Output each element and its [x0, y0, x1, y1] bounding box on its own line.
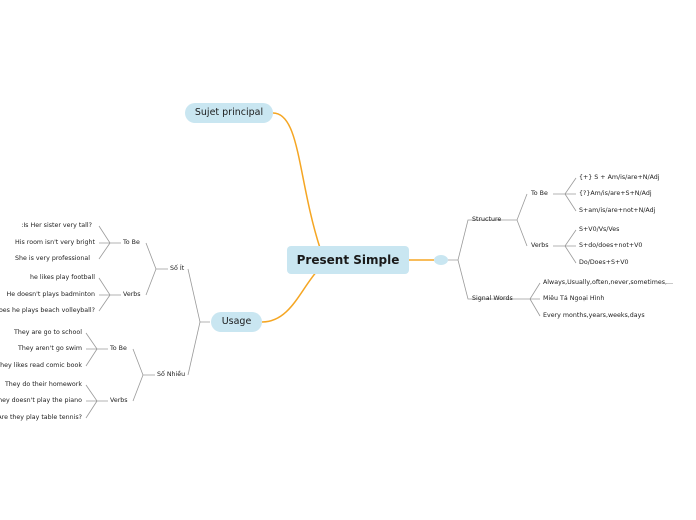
- link-sonhieu-tobe: [132, 348, 155, 376]
- structure-verbs-item[interactable]: Do/Does+S+V0: [579, 259, 629, 266]
- node-structure[interactable]: Structure: [472, 216, 502, 223]
- link-sonhieu-verbs-items: [85, 384, 108, 419]
- so-it-to-be-item[interactable]: She is very professional: [15, 255, 90, 262]
- branch-usage: [261, 269, 319, 323]
- structure-to-be-item[interactable]: S+am/is/are+not+N/Adj: [579, 207, 656, 214]
- structure-to-be-item[interactable]: {?}Am/is/are+S+N/Adj: [579, 190, 652, 197]
- topic-usage[interactable]: Usage: [211, 312, 262, 332]
- node-so-nhieu-to-be[interactable]: To Be: [110, 345, 127, 352]
- so-nhieu-to-be-item[interactable]: They aren't go swim: [18, 345, 82, 352]
- link-sonhieu-tobe-items: [85, 332, 108, 367]
- link-usage-sonhieu: [187, 321, 201, 376]
- link-sonhieu-verbs: [132, 374, 144, 402]
- link-verbs-items: [553, 229, 577, 264]
- link-signal: [457, 259, 518, 300]
- link-soit-verbs-items: [98, 277, 121, 312]
- link-soit-tobe-items: [98, 225, 121, 260]
- link-structure: [448, 219, 507, 261]
- so-it-verbs-item[interactable]: He doesn't plays badminton: [6, 291, 95, 298]
- link-signal-items: [518, 282, 541, 317]
- node-so-nhieu-verbs[interactable]: Verbs: [110, 397, 128, 404]
- node-so-it-verbs[interactable]: Verbs: [123, 291, 141, 298]
- so-it-to-be-item[interactable]: :Is Her sister very tall?: [21, 222, 92, 229]
- link-soit-tobe: [145, 242, 168, 270]
- so-nhieu-verbs-item[interactable]: Are they play table tennis?: [0, 414, 82, 421]
- structure-verbs-item[interactable]: S+do/does+not+V0: [579, 242, 643, 249]
- so-it-verbs-item[interactable]: he likes play football: [29, 274, 95, 281]
- signal-word-item[interactable]: Every months,years,weeks,days: [543, 312, 645, 319]
- topic-sujet-principal[interactable]: Sujet principal: [185, 103, 273, 123]
- so-nhieu-verbs-item[interactable]: They do their homework: [4, 381, 82, 388]
- link-structure-tobe: [507, 193, 528, 221]
- so-it-verbs-item[interactable]: Does he plays beach volleyball?: [0, 307, 95, 314]
- so-nhieu-to-be-item[interactable]: They are go to school: [14, 329, 82, 336]
- node-structure-verbs[interactable]: Verbs: [531, 242, 549, 249]
- signal-word-item[interactable]: Always,Usually,often,never,sometimes,...: [543, 279, 674, 286]
- node-so-it-to-be[interactable]: To Be: [123, 239, 140, 246]
- structure-to-be-item[interactable]: {+} S + Am/is/are+N/Adj: [579, 174, 660, 181]
- link-tobe-items: [553, 177, 577, 212]
- link-soit-verbs: [145, 268, 157, 296]
- node-structure-to-be[interactable]: To Be: [531, 190, 548, 197]
- link-usage-soit: [187, 268, 210, 323]
- signal-word-item[interactable]: Miêu Tả Ngoại Hình: [543, 295, 605, 302]
- so-nhieu-to-be-item[interactable]: They likes read comic book: [0, 362, 82, 369]
- node-so-nhieu[interactable]: Số Nhiều: [157, 371, 186, 378]
- node-so-it[interactable]: Số Ít: [170, 265, 185, 272]
- structure-verbs-item[interactable]: S+V0/Vs/Ves: [579, 226, 620, 233]
- so-it-to-be-item[interactable]: His room isn't very bright: [15, 239, 95, 246]
- link-structure-verbs: [516, 219, 528, 247]
- node-signal-words[interactable]: Signal Words: [472, 295, 513, 302]
- central-topic[interactable]: Present Simple: [287, 246, 409, 274]
- branch-collapse-dot[interactable]: [434, 255, 448, 265]
- so-nhieu-verbs-item[interactable]: They doesn't play the piano: [0, 397, 82, 404]
- branch-sujet: [272, 112, 321, 249]
